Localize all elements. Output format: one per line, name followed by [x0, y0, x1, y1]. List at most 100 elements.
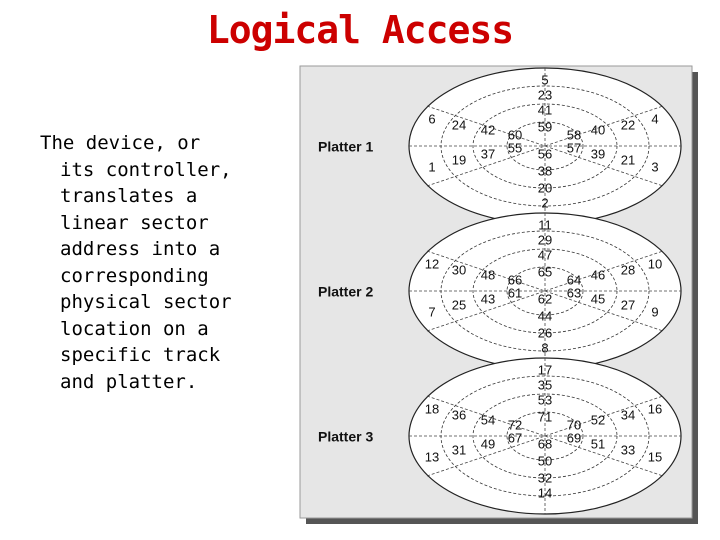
sector-number: 43 — [481, 291, 495, 306]
sector-divider — [426, 395, 664, 477]
sector-divider — [426, 105, 664, 187]
sector-number: 29 — [538, 232, 552, 247]
sector-number: 2 — [541, 195, 548, 210]
sector-number: 61 — [508, 285, 522, 300]
body-line: corresponding — [60, 264, 209, 287]
body-line: its controller, — [60, 158, 232, 181]
sector-number: 53 — [538, 392, 552, 407]
body-text: The device, or its controller, translate… — [40, 130, 300, 395]
sector-number: 69 — [567, 430, 581, 445]
sector-divider — [426, 250, 664, 332]
platter-label: Platter 2 — [318, 284, 373, 300]
platters-layer: Platter 15234159563820260555857423724196… — [318, 67, 682, 515]
sector-number: 57 — [567, 140, 581, 155]
sector-number: 27 — [621, 297, 635, 312]
sector-number: 14 — [538, 485, 552, 500]
sector-number: 20 — [538, 180, 552, 195]
sector-number: 22 — [621, 117, 635, 132]
sector-number: 41 — [538, 102, 552, 117]
sector-number: 49 — [481, 436, 495, 451]
sector-number: 18 — [425, 401, 439, 416]
sector-number: 6 — [428, 111, 435, 126]
sector-number: 58 — [567, 127, 581, 142]
body-line: specific track — [60, 344, 221, 366]
sector-number: 7 — [428, 304, 435, 319]
sector-number: 52 — [591, 412, 605, 427]
sector-divider — [426, 395, 664, 477]
sector-number: 38 — [538, 163, 552, 178]
sector-number: 59 — [538, 119, 552, 134]
sector-number: 4 — [651, 111, 658, 126]
sector-number: 13 — [425, 449, 439, 464]
sector-number: 60 — [508, 127, 522, 142]
platter: Platter 15234159563820260555857423724196… — [318, 67, 682, 225]
sector-number: 25 — [452, 297, 466, 312]
sector-number: 63 — [567, 285, 581, 300]
sector-number: 30 — [452, 262, 466, 277]
sector-number: 35 — [538, 377, 552, 392]
track-ring — [506, 411, 584, 461]
sector-number: 24 — [452, 117, 466, 132]
body-line: and platter. — [60, 370, 198, 393]
sector-number: 37 — [481, 146, 495, 161]
sector-number: 19 — [452, 152, 466, 167]
sector-number: 34 — [621, 407, 635, 422]
sector-number: 71 — [538, 409, 552, 424]
sector-number: 55 — [508, 140, 522, 155]
sector-number: 56 — [538, 146, 552, 161]
sector-number: 68 — [538, 436, 552, 451]
sector-number: 5 — [541, 72, 548, 87]
sector-number: 23 — [538, 87, 552, 102]
sector-number: 21 — [621, 152, 635, 167]
sector-number: 17 — [538, 362, 552, 377]
sector-number: 67 — [508, 430, 522, 445]
body-line: The device, or — [40, 132, 201, 154]
platter-label: Platter 3 — [318, 429, 373, 445]
sector-number: 9 — [651, 304, 658, 319]
sector-divider — [426, 105, 664, 187]
sector-number: 72 — [508, 417, 522, 432]
sector-number: 40 — [591, 122, 605, 137]
sector-divider — [426, 250, 664, 332]
body-line: linear sector — [60, 211, 209, 234]
sector-number: 64 — [567, 272, 581, 287]
sector-number: 48 — [481, 267, 495, 282]
sector-number: 10 — [648, 256, 662, 271]
sector-number: 31 — [452, 442, 466, 457]
sector-number: 65 — [538, 264, 552, 279]
sector-number: 62 — [538, 291, 552, 306]
sector-number: 50 — [538, 453, 552, 468]
sector-number: 12 — [425, 256, 439, 271]
sector-number: 16 — [648, 401, 662, 416]
sector-number: 54 — [481, 412, 495, 427]
sector-number: 70 — [567, 417, 581, 432]
sector-number: 15 — [648, 449, 662, 464]
sector-number: 36 — [452, 407, 466, 422]
sector-number: 26 — [538, 325, 552, 340]
sector-number: 8 — [541, 340, 548, 355]
body-line: address into a — [60, 238, 221, 260]
sector-number: 33 — [621, 442, 635, 457]
sector-number: 46 — [591, 267, 605, 282]
sector-number: 28 — [621, 262, 635, 277]
body-line: physical sector — [60, 291, 232, 313]
sector-number: 45 — [591, 291, 605, 306]
sector-number: 39 — [591, 146, 605, 161]
track-ring — [506, 266, 584, 316]
sector-number: 51 — [591, 436, 605, 451]
body-line: translates a — [60, 185, 198, 207]
sector-number: 3 — [651, 159, 658, 174]
sector-number: 11 — [538, 217, 552, 232]
body-line: location on a — [60, 317, 209, 340]
slide-title: Logical Access — [206, 8, 514, 52]
platter-label: Platter 1 — [318, 139, 373, 155]
sector-number: 32 — [538, 470, 552, 485]
sector-number: 47 — [538, 247, 552, 262]
sector-number: 44 — [538, 308, 552, 323]
sector-number: 42 — [481, 122, 495, 137]
sector-number: 66 — [508, 272, 522, 287]
sector-number: 1 — [428, 159, 435, 174]
